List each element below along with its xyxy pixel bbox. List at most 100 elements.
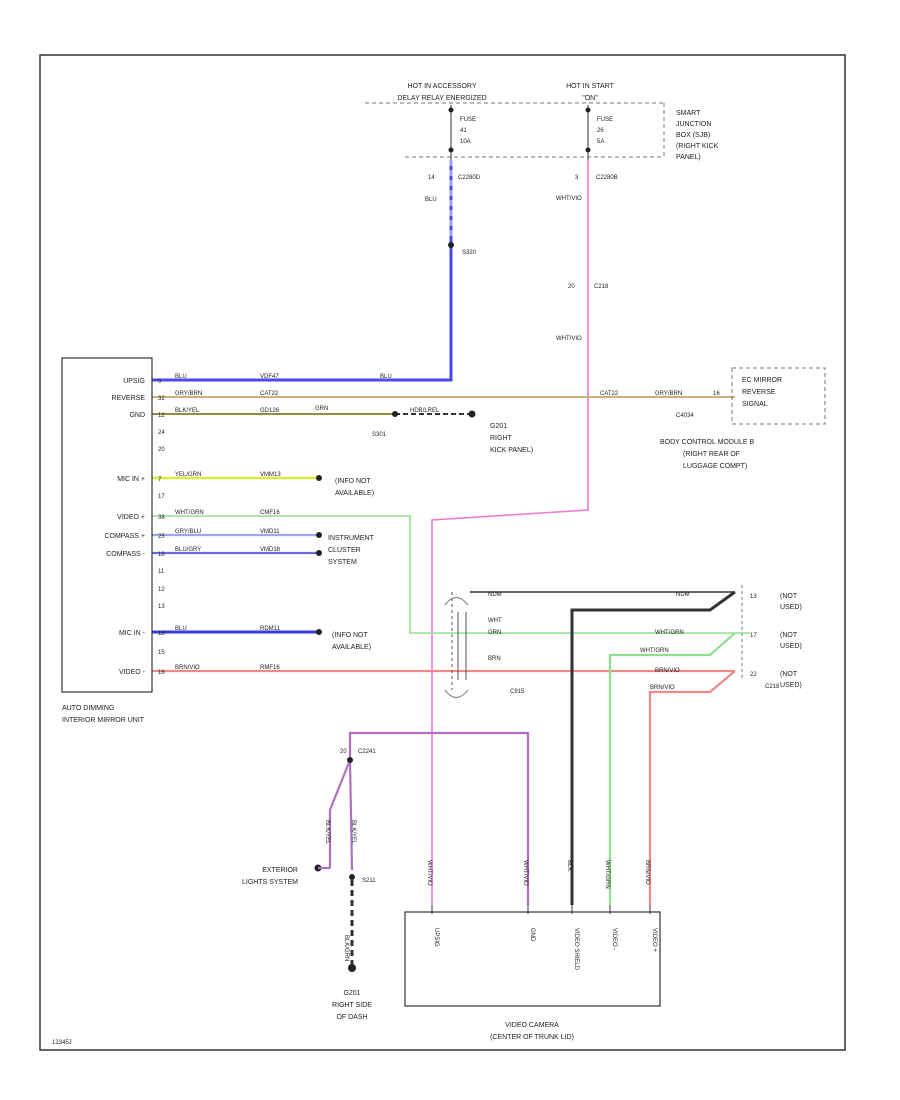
g201b-2: RIGHT SIDE <box>332 1002 372 1009</box>
row2-circuit: CAT22 <box>260 391 279 397</box>
wht-vio-mid-label: WHT/VIO <box>556 336 582 342</box>
not-used-3a: (NOT <box>780 671 798 678</box>
fuse41-terminal-bottom <box>448 147 454 153</box>
sjb-label-1: SMART <box>676 110 701 117</box>
mirror-pin-label: COMPASS - <box>106 551 145 558</box>
mirror-pin-number: 13 <box>158 604 165 610</box>
camera-pin-label: GND <box>529 928 535 942</box>
bcm-3: LUGGAGE COMPT) <box>683 463 747 470</box>
mirror-pin-number: 15 <box>158 650 165 656</box>
s320-splice <box>448 242 454 248</box>
c218-right-connector: 13 17 22 C218 (NOT USED) (NOT USED) (NOT… <box>741 585 802 690</box>
video-a-circuit: CMF16 <box>260 510 280 516</box>
c2241-pin: 20 <box>340 749 347 755</box>
not-used-2b: USED) <box>780 643 802 650</box>
figure-id: 12345J <box>52 1040 72 1046</box>
c218-pin-22: 22 <box>750 672 757 678</box>
instrument-2: CLUSTER <box>328 547 361 554</box>
camera-title-2: (CENTER OF TRUNK LID) <box>490 1034 574 1041</box>
wire-blu-upsig <box>152 160 453 382</box>
wire-wht-grn-video <box>152 515 750 634</box>
row1-circuit: VDF47 <box>260 374 279 380</box>
s211-splice <box>349 874 355 880</box>
exterior-1: EXTERIOR <box>262 867 298 874</box>
wire-wht-grn-camera <box>608 632 736 905</box>
compass-end-1 <box>316 532 322 538</box>
mic-plus-circuit: VMM13 <box>260 472 281 478</box>
info-mic2-1: (INFO NOT <box>332 632 368 639</box>
wht-vio-upper-label-1: WHT/VIO <box>556 196 582 202</box>
not-used-1a: (NOT <box>780 593 798 600</box>
instrument-1: INSTRUMENT <box>328 535 375 542</box>
fuse41-rating: 10A <box>460 139 471 145</box>
c2280b-label: C2280B <box>596 175 618 181</box>
s320-label: S320 <box>462 250 477 256</box>
vertical-wire-label: BLK/YEL <box>350 820 356 845</box>
mirror-pin-label: VIDEO + <box>117 514 145 521</box>
g201b-3: OF DASH <box>336 1014 367 1021</box>
g201b-ground <box>348 964 356 972</box>
mirror-pin-number: 7 <box>158 477 162 483</box>
row3-ground: HDB/LREL <box>410 408 440 414</box>
camera-pin-label: VIDEO + <box>651 928 657 952</box>
c4034-label: C4034 <box>676 413 694 419</box>
fuse41-label: FUSE <box>460 117 476 123</box>
sjb-label-3: BOX (SJB) <box>676 132 710 139</box>
mirror-pin-number: 24 <box>158 430 165 436</box>
g201-label-1: G201 <box>490 423 507 430</box>
c218b-label: C218 <box>765 684 780 690</box>
mic-plus-color: YEL/GRN <box>175 472 201 478</box>
vertical-wire-label: WHT/GRN <box>604 860 610 889</box>
c915-grn: GRN <box>488 630 501 636</box>
mic-minus-end <box>316 629 322 635</box>
bcm-1: BODY CONTROL MODULE B <box>660 439 754 446</box>
bcm-box-1: EC MIRROR <box>742 377 782 384</box>
c2280d-pin: 14 <box>428 175 435 181</box>
mirror-pin-number: 12 <box>158 587 165 593</box>
video-c-circuit: VMD18 <box>260 547 281 553</box>
info-mic2-2: AVAILABLE) <box>332 644 371 651</box>
row3-circuit: GD126 <box>260 408 280 414</box>
g201-label-2: RIGHT <box>490 435 513 442</box>
mirror-pin-label: UPSIG <box>123 378 145 385</box>
c2241-splice <box>347 757 353 763</box>
g201b-1: G201 <box>343 990 360 997</box>
power-supply-header: HOT IN ACCESSORY DELAY RELAY ENERGIZED H… <box>365 83 719 161</box>
right-brn-label-2: BRN/VIO <box>650 685 675 691</box>
blu-upper-label: BLU <box>425 197 437 203</box>
g201-label-3: KICK PANEL) <box>490 447 533 454</box>
c915-brn: BRN <box>488 656 501 662</box>
mic-minus-circuit: RDM11 <box>260 626 281 632</box>
mirror-unit-title-2: INTERIOR MIRROR UNIT <box>62 717 145 724</box>
not-used-2a: (NOT <box>780 632 798 639</box>
vertical-wire-label: BLK/YEL <box>324 820 330 845</box>
row1-color: BLU <box>175 374 187 380</box>
mirror-pin-label: MIC IN - <box>119 630 146 637</box>
row2-color2: GRY/BRN <box>655 391 682 397</box>
mirror-pin-label: VIDEO - <box>119 669 146 676</box>
row2-color: GRY/BRN <box>175 391 202 397</box>
camera-title-1: VIDEO CAMERA <box>505 1022 559 1029</box>
mirror-pin-number: 18 <box>158 631 165 637</box>
mirror-unit-box <box>61 357 153 693</box>
mirror-pin-number: 9 <box>158 379 162 385</box>
g201-ground <box>468 410 476 418</box>
shield-arc-top <box>444 597 469 606</box>
sjb-label-2: JUNCTION <box>676 121 711 128</box>
c218-pin: 20 <box>568 284 575 290</box>
exterior-2: LIGHTS SYSTEM <box>242 879 298 886</box>
wire-wht-vio-feed <box>431 160 589 905</box>
mirror-pin-number: 12 <box>158 413 165 419</box>
row3-color: BLK/YEL <box>175 408 200 414</box>
right-blk-label: NDM <box>676 592 690 598</box>
mic-plus-end <box>316 475 322 481</box>
info-mic-1: (INFO NOT <box>335 478 371 485</box>
bcm-2: (RIGHT REAR OF <box>683 451 740 458</box>
c2280d-label: C2280D <box>458 175 481 181</box>
mirror-pin-label: MIC IN + <box>117 476 145 483</box>
c218-pin-13: 13 <box>750 594 757 600</box>
fuse26-label: FUSE <box>597 117 613 123</box>
